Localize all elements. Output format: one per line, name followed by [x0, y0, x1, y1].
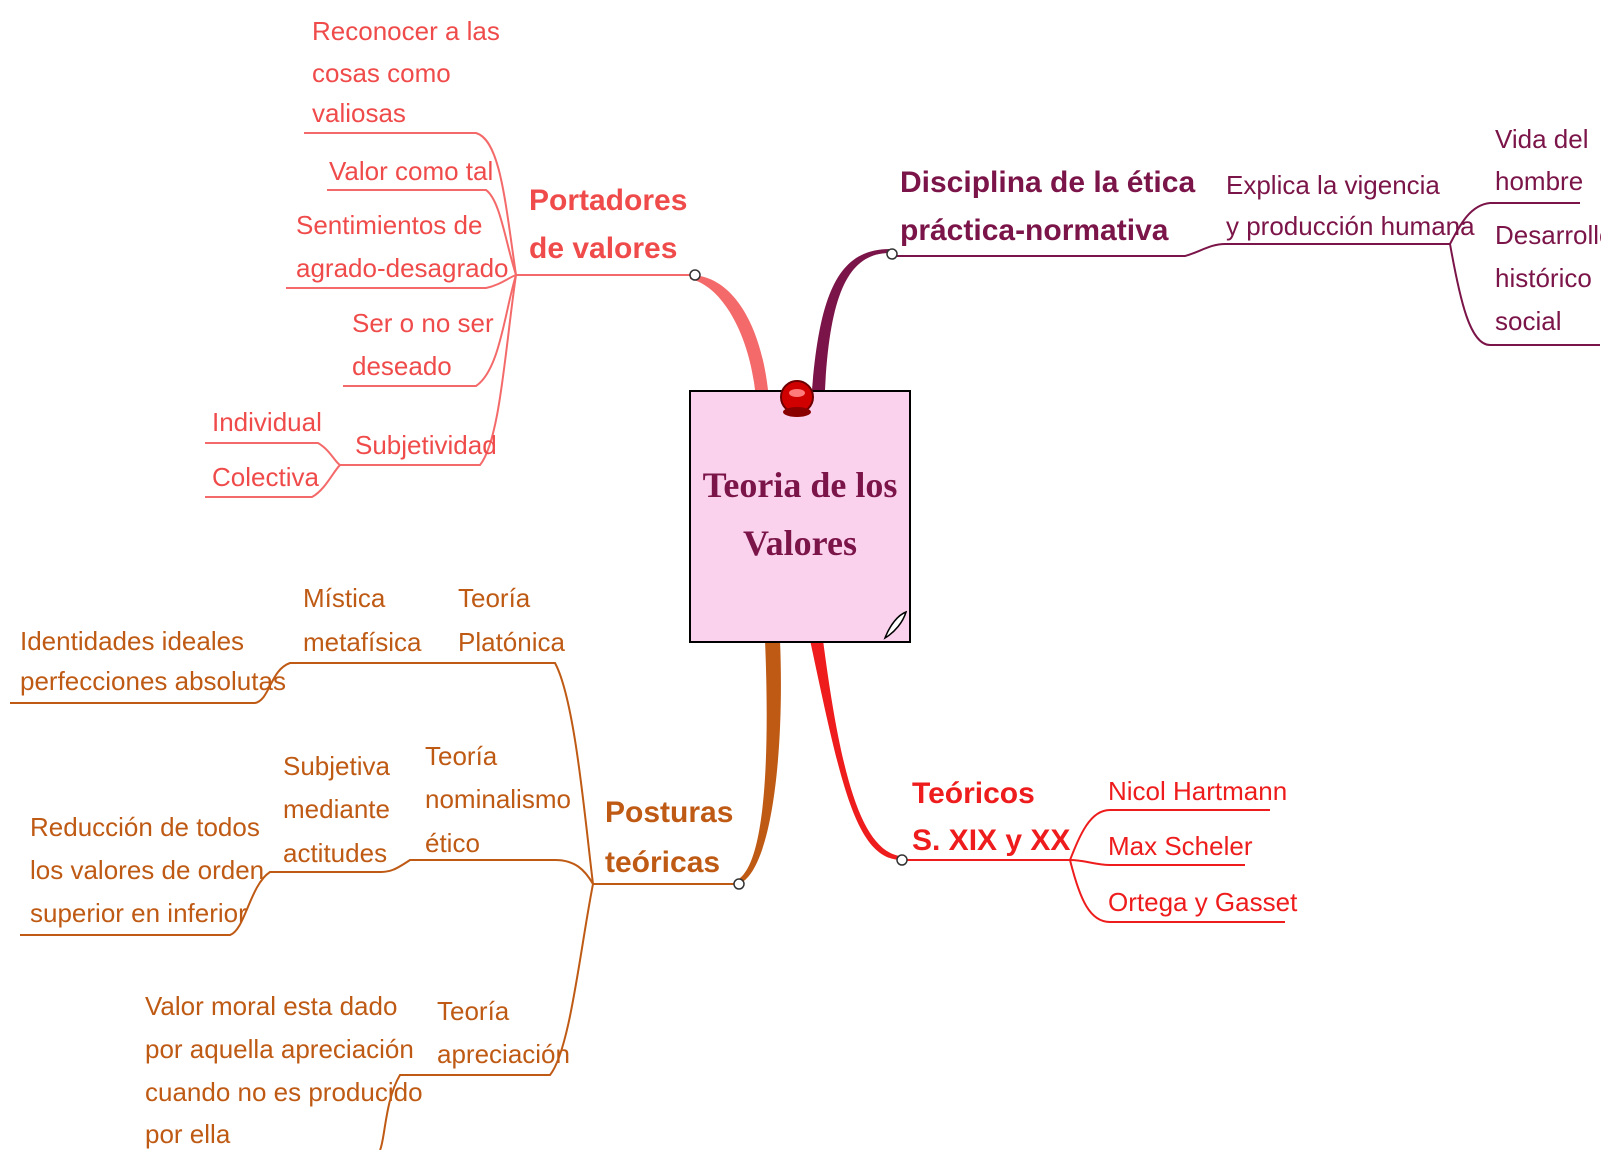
- disciplina-title-line1[interactable]: Disciplina de la ética: [900, 166, 1195, 199]
- connector-disciplina: [812, 249, 890, 390]
- portadores-title-line1[interactable]: Portadores: [529, 184, 687, 217]
- center-box: [689, 390, 911, 643]
- connector-portadores: [690, 275, 768, 390]
- desarrollo-line2[interactable]: histórico: [1495, 263, 1592, 293]
- valor-moral-line1[interactable]: Valor moral esta dado: [145, 991, 397, 1021]
- reconocer-line1[interactable]: Reconocer a las: [312, 16, 500, 46]
- connector-teoricos: [810, 640, 900, 860]
- portadores-title-line2[interactable]: de valores: [529, 232, 677, 265]
- reconocer-line2[interactable]: cosas como: [312, 58, 451, 88]
- apreciacion-line2[interactable]: apreciación: [437, 1039, 570, 1069]
- platonica-line1[interactable]: Teoría: [458, 583, 531, 613]
- teoricos-title-line2[interactable]: S. XIX y XX: [912, 824, 1070, 857]
- mistica-line2[interactable]: metafísica: [303, 627, 422, 657]
- note-corner-icon: [883, 610, 908, 640]
- portadores-branch: Portadores de valores Reconocer a las co…: [212, 16, 687, 492]
- nominalismo-line3[interactable]: ético: [425, 828, 480, 858]
- pushpin-icon: [780, 380, 814, 417]
- disciplina-branch: Disciplina de la ética práctica-normativ…: [900, 124, 1601, 336]
- mistica-line1[interactable]: Mística: [303, 583, 386, 613]
- reduccion-line1[interactable]: Reducción de todos: [30, 812, 260, 842]
- nominalismo-line2[interactable]: nominalismo: [425, 784, 571, 814]
- explica-line2[interactable]: y producción humana: [1226, 211, 1475, 241]
- center-node[interactable]: Teoria de los Valores: [689, 380, 911, 643]
- sentimientos-line1[interactable]: Sentimientos de: [296, 210, 482, 240]
- platonica-line2[interactable]: Platónica: [458, 627, 565, 657]
- center-title-line1: Teoria de los: [703, 465, 898, 505]
- teoricos-node-dot[interactable]: [896, 854, 908, 866]
- connector-posturas: [735, 640, 781, 885]
- subjetiva-line3[interactable]: actitudes: [283, 838, 387, 868]
- portadores-node-dot[interactable]: [689, 269, 701, 281]
- valor-moral-line2[interactable]: por aquella apreciación: [145, 1034, 414, 1064]
- explica-line1[interactable]: Explica la vigencia: [1226, 170, 1440, 200]
- teorico-item[interactable]: Max Scheler: [1108, 831, 1253, 861]
- reduccion-line2[interactable]: los valores de orden: [30, 855, 264, 885]
- sentimientos-line2[interactable]: agrado-desagrado: [296, 253, 509, 283]
- teorico-item[interactable]: Ortega y Gasset: [1108, 887, 1298, 917]
- apreciacion-line1[interactable]: Teoría: [437, 996, 510, 1026]
- center-title-line2: Valores: [743, 523, 857, 563]
- valor-moral-line3[interactable]: cuando no es producido: [145, 1077, 423, 1107]
- subjetiva-line2[interactable]: mediante: [283, 794, 390, 824]
- valor-moral-line4[interactable]: por ella: [145, 1119, 231, 1149]
- posturas-wires: [10, 662, 735, 1150]
- teoricos-title-line1[interactable]: Teóricos: [912, 777, 1035, 810]
- vida-line1[interactable]: Vida del: [1495, 124, 1589, 154]
- subjetiva-line1[interactable]: Subjetiva: [283, 751, 390, 781]
- identidades-line2[interactable]: perfecciones absolutas: [20, 666, 286, 696]
- posturas-title-line2[interactable]: teóricas: [605, 846, 720, 879]
- subjetividad[interactable]: Subjetividad: [355, 430, 497, 460]
- posturas-title-line1[interactable]: Posturas: [605, 796, 733, 829]
- disciplina-title-line2[interactable]: práctica-normativa: [900, 214, 1169, 247]
- posturas-branch: Posturas teóricas Teoría Platónica Místi…: [20, 583, 733, 1149]
- ser-line1[interactable]: Ser o no ser: [352, 308, 494, 338]
- reconocer-line3[interactable]: valiosas: [312, 98, 406, 128]
- posturas-node-dot[interactable]: [733, 878, 745, 890]
- teoricos-wires: [900, 809, 1285, 923]
- vida-line2[interactable]: hombre: [1495, 166, 1583, 196]
- colectiva[interactable]: Colectiva: [212, 462, 319, 492]
- teoricos-branch: Teóricos S. XIX y XX Nicol Hartmann Max …: [912, 776, 1298, 917]
- desarrollo-line1[interactable]: Desarrollo: [1495, 220, 1601, 250]
- portadores-wires: [205, 132, 690, 498]
- nominalismo-line1[interactable]: Teoría: [425, 741, 498, 771]
- desarrollo-line3[interactable]: social: [1495, 306, 1561, 336]
- ser-line2[interactable]: deseado: [352, 351, 452, 381]
- valor-como-tal[interactable]: Valor como tal: [329, 156, 493, 186]
- teorico-item[interactable]: Nicol Hartmann: [1108, 776, 1287, 806]
- disciplina-node-dot[interactable]: [886, 248, 898, 260]
- reduccion-line3[interactable]: superior en inferior: [30, 898, 247, 928]
- identidades-line1[interactable]: Identidades ideales: [20, 626, 244, 656]
- individual[interactable]: Individual: [212, 407, 322, 437]
- disciplina-wires: [890, 202, 1600, 346]
